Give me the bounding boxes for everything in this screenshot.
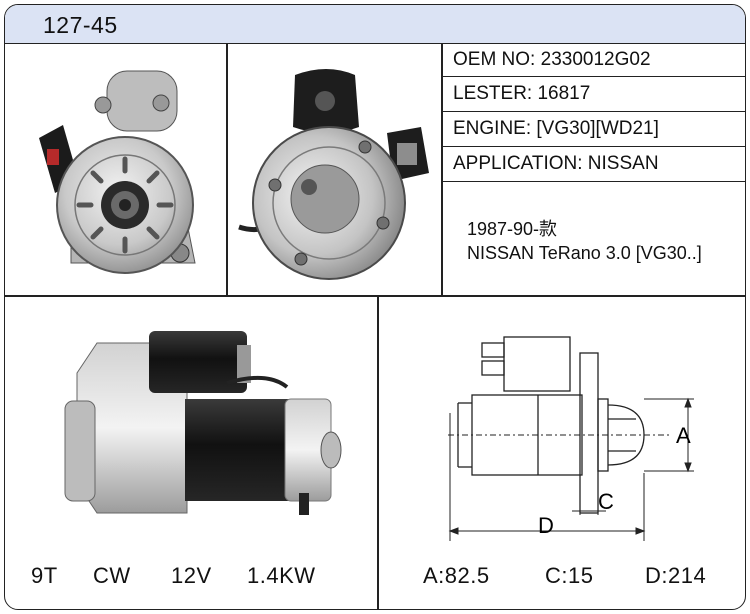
rating-rotation: CW <box>93 563 131 588</box>
rating-power: 1.4KW <box>247 563 316 588</box>
dimension-d-value: D:214 <box>645 563 707 588</box>
spec-application-row: APPLICATION: NISSAN <box>443 147 745 182</box>
spec-oem-row: OEM NO: 2330012G02 <box>443 43 745 77</box>
divider <box>226 43 228 296</box>
spec-lester-label: LESTER: <box>453 83 533 104</box>
spec-application-value: NISSAN <box>587 153 659 174</box>
dimension-a-value: A:82.5 <box>423 563 490 588</box>
dim-label-d: D <box>538 513 554 538</box>
starter-front-photo <box>39 70 196 274</box>
dimension-drawing: A C D <box>448 336 694 541</box>
spec-application-label: APPLICATION: <box>453 153 583 174</box>
product-card: 127-45 <box>4 4 746 610</box>
spec-lester-row: LESTER: 16817 <box>443 77 745 112</box>
divider <box>441 43 443 296</box>
model-number: 127-45 <box>43 12 118 38</box>
rating-voltage: 12V <box>171 563 212 588</box>
spec-lester-value: 16817 <box>537 83 591 104</box>
spec-engine-value: [VG30][WD21] <box>536 118 659 139</box>
application-years: 1987-90-款 <box>467 219 558 239</box>
title-bar: 127-45 <box>5 5 745 44</box>
rating-teeth: 9T <box>31 563 58 588</box>
divider <box>5 295 745 297</box>
starter-side-photo <box>64 331 342 515</box>
spec-oem-value: 2330012G02 <box>540 49 651 70</box>
starter-rear-photo <box>238 69 429 280</box>
spec-engine-row: ENGINE: [VG30][WD21] <box>443 112 745 147</box>
dim-label-a: A <box>676 423 691 448</box>
spec-engine-label: ENGINE: <box>453 118 532 139</box>
divider <box>377 295 379 609</box>
dimension-c-value: C:15 <box>545 563 594 588</box>
dim-label-c: C <box>598 489 614 514</box>
spec-oem-label: OEM NO: <box>453 49 536 70</box>
application-vehicle: NISSAN TeRano 3.0 [VG30..] <box>467 243 702 263</box>
